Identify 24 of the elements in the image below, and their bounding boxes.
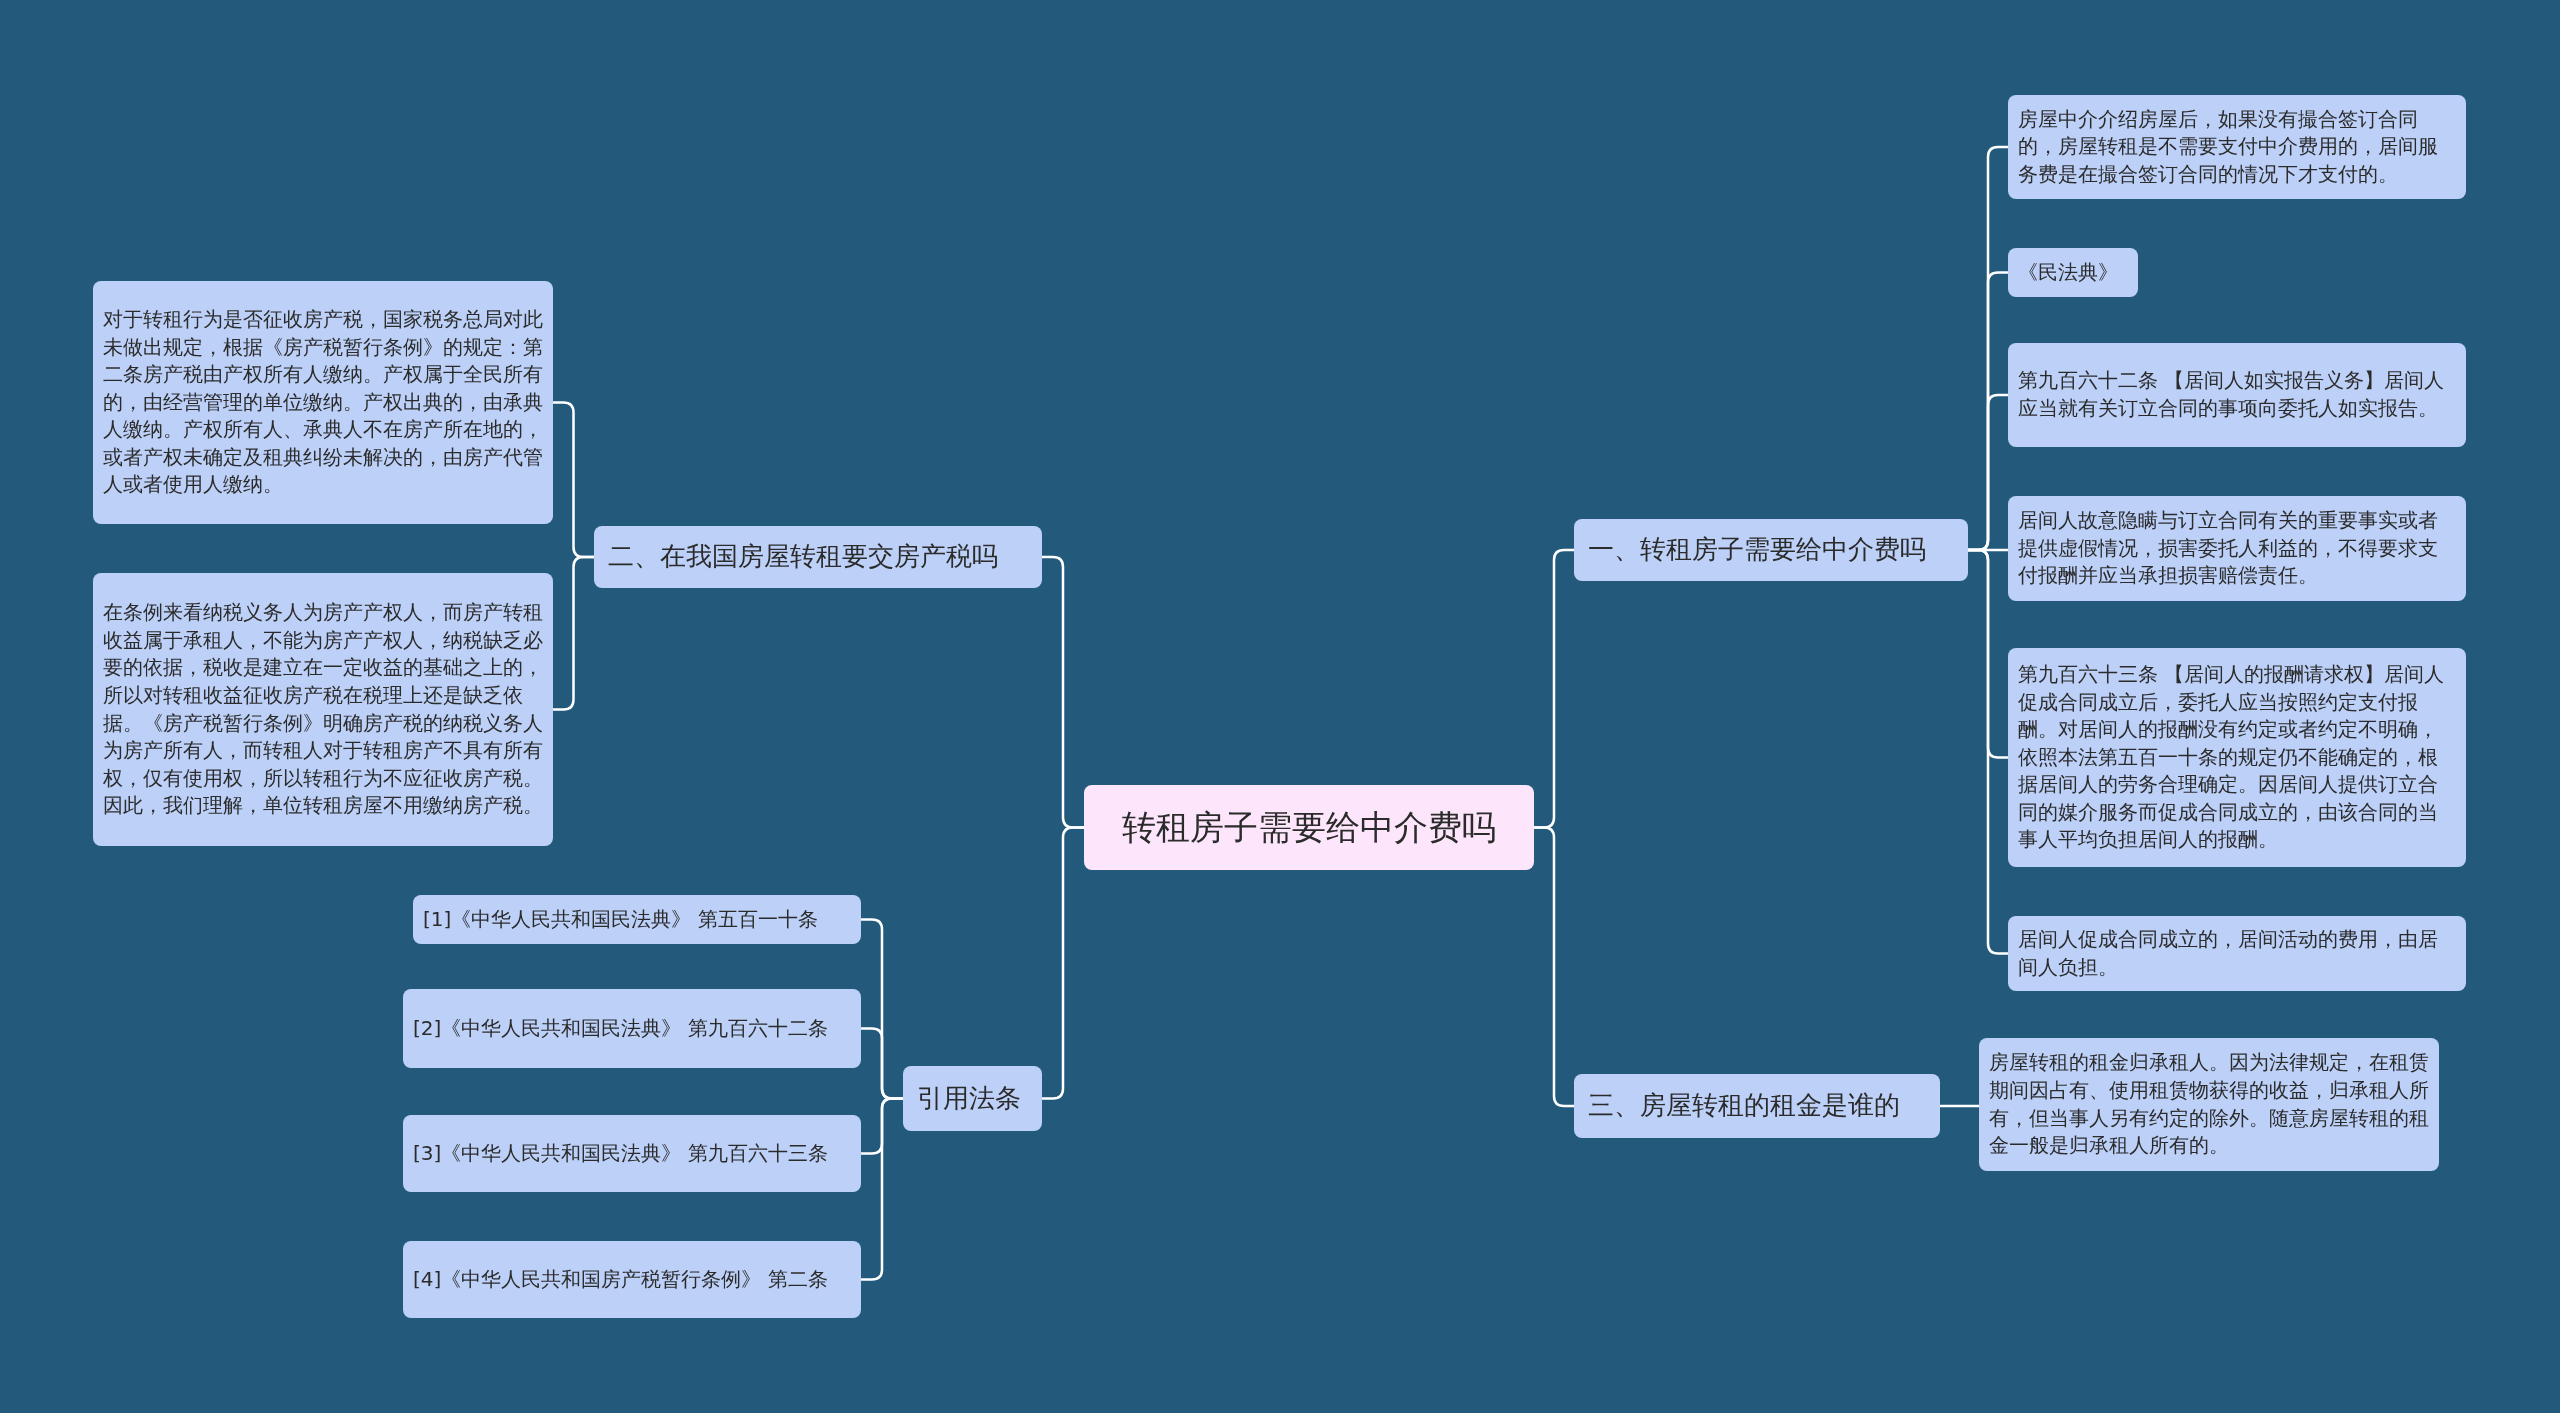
connector-line — [553, 555, 594, 711]
connector-line — [1968, 548, 2008, 955]
connector-line — [1042, 826, 1084, 1100]
text-card: 《民法典》 — [2008, 248, 2138, 297]
text-card: 居间人故意隐瞒与订立合同有关的重要事实或者提供虚假情况，损害委托人利益的，不得要求支付报酬并应当承担损害赔偿责任。 — [2008, 496, 2466, 601]
text-card: 对于转租行为是否征收房产税，国家税务总局对此未做出规定，根据《房产税暂行条例》的规定：第二条房产税由产权所有人缴纳。产权属于全民所有的，由经营管理的单位缴纳。产权出典的，由承典人缴纳。产权所有人、承典人不在房产所在地的，或者产权未确定及租典纠纷未解决的，由房产代管人或者使用人缴纳。 — [93, 281, 553, 524]
text-card: 房屋转租的租金归承租人。因为法律规定，在租赁期间因占有、使用租赁物获得的收益，归承租人所有，但当事人另有约定的除外。随意房屋转租的租金一般是归承租人所有的。 — [1979, 1038, 2439, 1171]
branch-topic: 一、转租房子需要给中介费吗 — [1574, 519, 1968, 581]
connector-line — [1940, 1104, 1979, 1108]
branch-topic: 三、房屋转租的租金是谁的 — [1574, 1074, 1940, 1138]
text-card: 第九百六十二条 【居间人如实报告义务】居间人应当就有关订立合同的事项向委托人如实报告。 — [2008, 343, 2466, 447]
text-card: [2]《中华人民共和国民法典》 第九百六十二条 — [403, 989, 861, 1068]
text-card: [4]《中华人民共和国房产税暂行条例》 第二条 — [403, 1241, 861, 1318]
text-card: 第九百六十三条 【居间人的报酬请求权】居间人促成合同成立后，委托人应当按照约定支付报酬。对居间人的报酬没有约定或者约定不明确，依照本法第五百一十条的规定仍不能确定的，根据居间人的劳务合理确定。因居间人提供订立合同的媒介服务而促成合同成立的，由该合同的当事人平均负担居间人的报酬。 — [2008, 648, 2466, 867]
text-card: 房屋中介介绍房屋后，如果没有撮合签订合同的，房屋转租是不需要支付中介费用的，居间服务费是在撮合签订合同的情况下才支付的。 — [2008, 95, 2466, 199]
branch-topic: 引用法条 — [903, 1066, 1042, 1131]
text-card: 在条例来看纳税义务人为房产产权人，而房产转租收益属于承租人，不能为房产产权人，纳税缺乏必要的依据，税收是建立在一定收益的基础之上的，所以对转租收益征收房产税在税理上还是缺乏依据。《房产税暂行条例》明确房产税的纳税义务人为房产所有人，而转租人对于转租房产不具有所有权，仅有使用权，所以转租行为不应征收房产税。因此，我们理解，单位转租房屋不用缴纳房产税。 — [93, 573, 553, 846]
connector-line — [1534, 826, 1574, 1108]
central-topic: 转租房子需要给中介费吗 — [1084, 785, 1534, 870]
text-card: [1]《中华人民共和国民法典》 第五百一十条 — [413, 895, 861, 944]
text-card: [3]《中华人民共和国民法典》 第九百六十三条 — [403, 1115, 861, 1192]
text-card: 居间人促成合同成立的，居间活动的费用，由居间人负担。 — [2008, 916, 2466, 991]
branch-topic: 二、在我国房屋转租要交房产税吗 — [594, 526, 1042, 588]
connector-line — [861, 1097, 903, 1281]
